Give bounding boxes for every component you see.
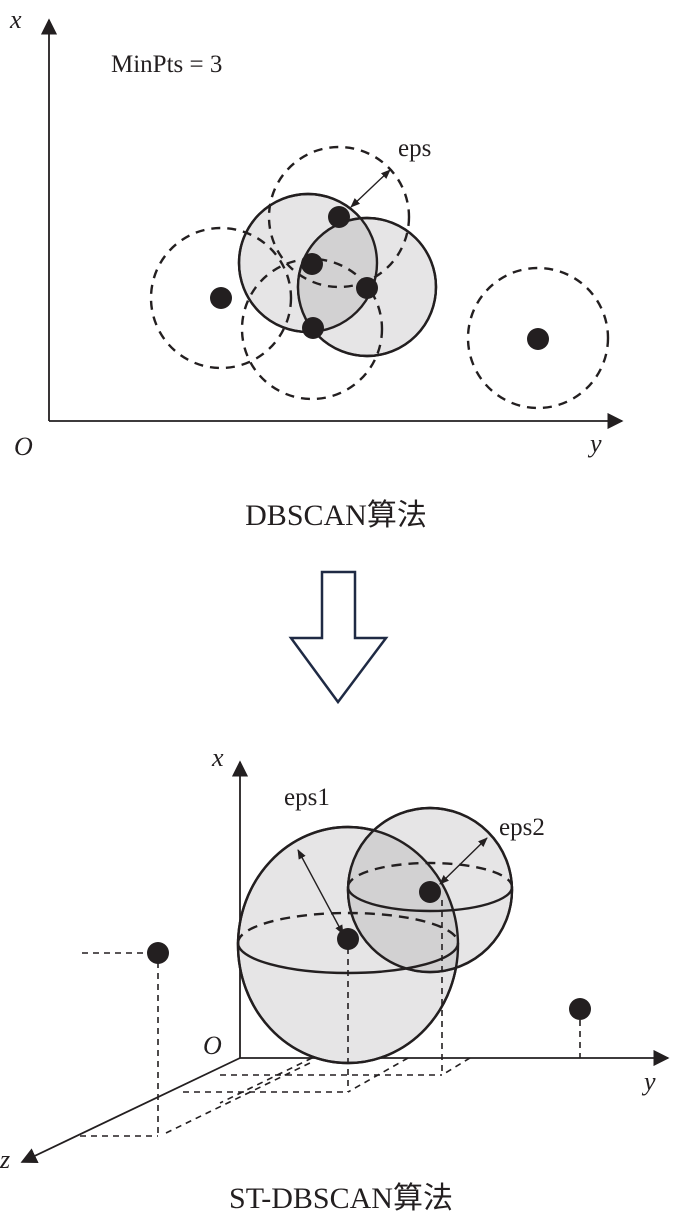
- origin-label-3d: O: [203, 1031, 222, 1060]
- eps-circle-bottom: [240, 257, 384, 401]
- st-dbscan-diagram: x y z O eps1 eps2: [0, 743, 670, 1215]
- eps-circle-top: [267, 145, 411, 289]
- st-dbscan-caption: ST-DBSCAN算法: [229, 1182, 453, 1215]
- data-point-eps2-center: [419, 881, 441, 903]
- down-arrow-icon: [288, 570, 389, 705]
- x-axis-label-3d: x: [211, 743, 224, 772]
- dbscan-diagram: x y O MinPts = 3 eps DBSCAN算法: [9, 5, 624, 532]
- eps2-radius-arrow: [439, 837, 488, 885]
- origin-label: O: [14, 432, 33, 461]
- data-point-eps1-center: [337, 928, 359, 950]
- eps-circle-left-point: [149, 226, 293, 370]
- border-point: [210, 287, 232, 309]
- noise-point-left: [147, 942, 169, 964]
- projection-line: [219, 1057, 313, 1104]
- z-axis-3d: [20, 1057, 241, 1164]
- eps2-label: eps2: [499, 814, 545, 841]
- y-axis-label: y: [587, 429, 602, 458]
- eps-circle-outlier: [466, 266, 610, 410]
- z-axis-label-3d: z: [0, 1145, 10, 1174]
- x-axis-label: x: [9, 5, 22, 34]
- eps1-label: eps1: [284, 784, 330, 811]
- noise-point: [527, 328, 549, 350]
- data-point: [301, 253, 323, 275]
- data-point: [356, 277, 378, 299]
- sphere-eps1-equator-back: [236, 911, 460, 944]
- data-point: [328, 206, 350, 228]
- projection-line: [165, 1061, 313, 1134]
- minpts-label: MinPts = 3: [111, 51, 222, 78]
- noise-point-right: [569, 998, 591, 1020]
- eps-radius-arrow: [350, 169, 391, 208]
- projection-line: [347, 1057, 409, 1093]
- data-point: [302, 317, 324, 339]
- dbscan-caption: DBSCAN算法: [245, 499, 427, 532]
- y-axis-label-3d: y: [641, 1067, 656, 1096]
- sphere-eps2-equator-front: [346, 886, 514, 913]
- core-neighborhood-b-outline: [296, 216, 438, 358]
- projection-line: [441, 1057, 471, 1076]
- sphere-eps2-equator-back: [346, 861, 514, 888]
- eps1-radius-arrow: [297, 849, 344, 935]
- eps-label: eps: [398, 135, 431, 162]
